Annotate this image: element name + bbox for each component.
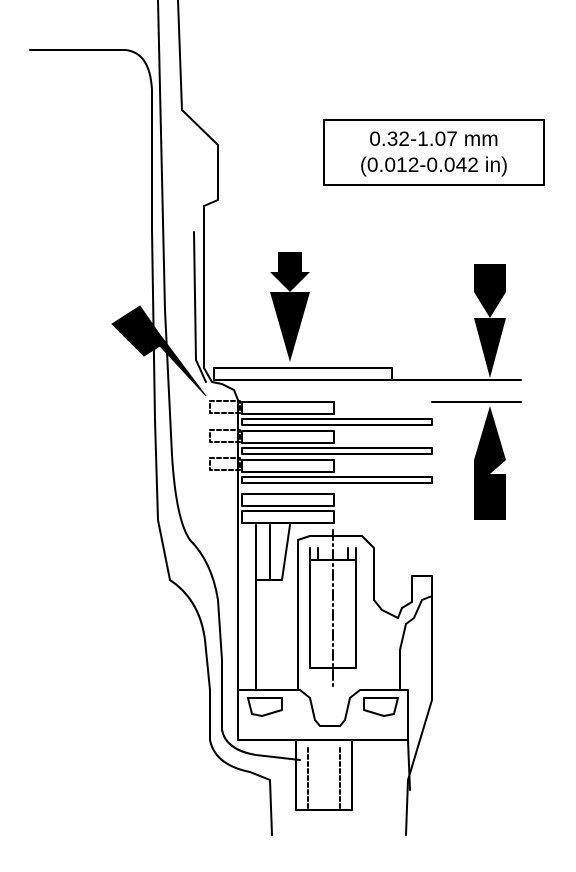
arrow-down-icon xyxy=(270,252,310,362)
clutch-plate xyxy=(241,430,335,444)
arrow-diagonal-icon xyxy=(111,305,207,397)
clutch-plate xyxy=(241,459,335,473)
clearance-metric: 0.32-1.07 mm xyxy=(369,127,499,151)
housing-inner-outline xyxy=(157,0,301,761)
housing-wall-inner xyxy=(193,231,207,383)
clutch-disc xyxy=(241,447,433,455)
input-shaft xyxy=(295,739,353,811)
clearance-spec-box: 0.32-1.07 mm (0.012-0.042 in) xyxy=(323,119,545,186)
clearance-imperial: (0.012-0.042 in) xyxy=(359,153,509,177)
piston-cup xyxy=(297,535,433,691)
clutch-plate xyxy=(241,510,335,524)
arrow-up-icon xyxy=(474,406,506,520)
case-right-inner xyxy=(407,739,411,791)
arrow-down-icon xyxy=(474,264,506,378)
clutch-disc xyxy=(241,476,433,484)
clutch-disc xyxy=(241,418,433,426)
housing-wall xyxy=(177,0,239,401)
reaction-plate xyxy=(213,367,393,381)
housing-outer-outline xyxy=(29,49,273,836)
spline-teeth xyxy=(209,400,241,471)
piston-body xyxy=(255,524,299,691)
clutch-plate xyxy=(241,493,335,507)
clutch-plate xyxy=(241,401,335,415)
case-right xyxy=(405,595,433,836)
left-seal xyxy=(247,697,283,717)
right-seal xyxy=(363,697,399,717)
